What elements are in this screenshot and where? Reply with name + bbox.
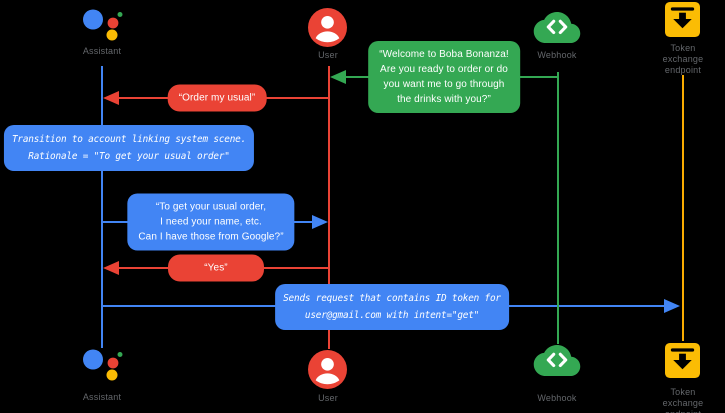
webhook-cloud-icon bbox=[533, 12, 581, 43]
send-request-bubble: Sends request that contains ID token for… bbox=[275, 284, 509, 330]
order-my-usual-arrowhead-icon bbox=[103, 91, 119, 105]
user-label-top: User bbox=[318, 50, 338, 60]
token-endpoint-icon bbox=[665, 2, 700, 37]
webhook-cloud-icon bbox=[533, 345, 581, 376]
ask-for-info-arrowhead-icon bbox=[312, 215, 328, 229]
transition-note-bubble: Transition to account linking system sce… bbox=[3, 125, 255, 171]
token-endpoint-lifeline bbox=[682, 75, 684, 341]
user-lifeline bbox=[328, 66, 330, 349]
google-assistant-icon bbox=[83, 349, 123, 381]
user-icon bbox=[308, 350, 347, 389]
assistant-label-top: Assistant bbox=[82, 46, 122, 56]
order-my-usual-bubble: “Order my usual” bbox=[167, 84, 267, 112]
assistant-label-bottom: Assistant bbox=[82, 392, 122, 402]
token-endpoint-icon bbox=[665, 343, 700, 378]
token-endpoint-label-bottom: Token exchange endpoint bbox=[662, 387, 704, 413]
user-icon bbox=[308, 8, 347, 47]
webhook-lifeline bbox=[557, 72, 559, 344]
ask-for-info-bubble: “To get your usual order, I need your na… bbox=[127, 193, 295, 251]
google-assistant-icon bbox=[83, 9, 123, 41]
welcome-arrowhead-icon bbox=[330, 70, 346, 84]
yes-arrowhead-icon bbox=[103, 261, 119, 275]
yes-bubble: “Yes” bbox=[168, 254, 264, 282]
user-label-bottom: User bbox=[318, 393, 338, 403]
webhook-label-top: Webhook bbox=[537, 50, 577, 60]
token-endpoint-label-top: Token exchange endpoint bbox=[662, 43, 704, 75]
webhook-label-bottom: Webhook bbox=[537, 393, 577, 403]
assistant-lifeline bbox=[101, 66, 103, 348]
send-request-arrowhead-icon bbox=[664, 299, 680, 313]
welcome-bubble: “Welcome to Boba Bonanza! Are you ready … bbox=[368, 41, 520, 113]
